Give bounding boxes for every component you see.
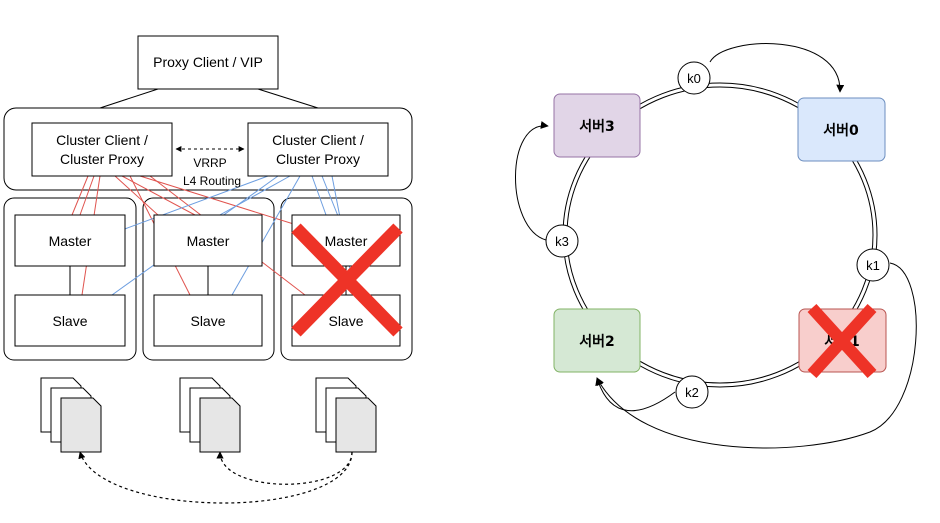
data-migration-arrow-short	[216, 451, 353, 485]
routing-label: L4 Routing	[183, 174, 241, 188]
data-migration-arrow-long	[78, 451, 353, 504]
slave-box-2	[153, 294, 263, 347]
key-k3-label: k3	[555, 234, 569, 249]
slave-label-1: Slave	[52, 313, 87, 329]
key-k1-label: k1	[866, 258, 880, 273]
failed-server-cross-icon	[807, 303, 877, 379]
proxy-client-box	[137, 35, 279, 90]
cluster-proxy-right-line1: Cluster Client /	[272, 132, 364, 148]
k2-to-server2-arrow	[595, 377, 676, 412]
k3-to-server3-arrow	[515, 121, 549, 241]
master-label-1: Master	[49, 233, 92, 249]
vrrp-label: VRRP	[193, 156, 226, 170]
server3-label: 서버3	[579, 118, 615, 135]
key-k2-label: k2	[685, 385, 699, 400]
master-label-2: Master	[187, 233, 230, 249]
key-k0-label: k0	[687, 71, 701, 86]
redis-cluster-diagram: Proxy Client / VIP	[3, 35, 413, 504]
k0-to-server0-arrow	[709, 43, 845, 93]
proxy-link-left	[99, 88, 159, 109]
server2-label: 서버2	[579, 333, 615, 350]
proxy-link-right	[257, 88, 319, 109]
slave-box-1	[14, 294, 126, 347]
key-k0	[677, 61, 711, 95]
data-file-stack-3-icon	[315, 377, 377, 453]
server0-label: 서버0	[823, 122, 859, 139]
cluster-proxy-left-line1: Cluster Client /	[56, 132, 148, 148]
data-file-stack-2-icon	[179, 377, 241, 453]
slave-label-2: Slave	[190, 313, 225, 329]
k1-to-server2-arrow	[596, 262, 917, 449]
key-k2	[675, 375, 709, 409]
key-k3	[545, 224, 579, 258]
consistent-hash-ring-diagram: 서버3 서버0 서버2 서버1 k0 k1 k2 k3	[515, 43, 917, 449]
server3-node	[553, 93, 641, 158]
failed-group-cross-icon	[291, 223, 403, 337]
server2-node	[553, 308, 641, 373]
data-file-stack-1-icon	[40, 377, 102, 453]
master-box-2	[153, 214, 263, 267]
proxy-client-label: Proxy Client / VIP	[153, 54, 263, 70]
cluster-proxy-right-line2: Cluster Proxy	[276, 151, 360, 167]
cluster-proxy-left	[31, 122, 173, 177]
cluster-proxy-right	[247, 122, 389, 177]
master-box-1	[14, 214, 126, 267]
server0-node	[797, 97, 886, 162]
cluster-proxy-left-line2: Cluster Proxy	[60, 151, 144, 167]
key-k1	[856, 248, 890, 282]
master-label-3: Master	[325, 233, 368, 249]
slave-label-3: Slave	[328, 313, 363, 329]
